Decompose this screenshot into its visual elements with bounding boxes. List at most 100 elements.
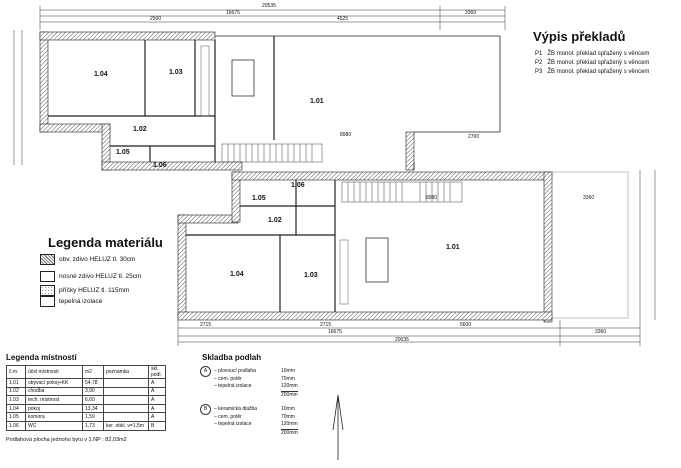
room-label: 1.02: [133, 126, 147, 133]
table-cell: 1.03: [6, 395, 26, 405]
table-cell: 1,73: [82, 420, 104, 431]
lower-unit-walls: [177, 171, 553, 323]
kitchen-island-lower: [365, 237, 389, 283]
room-label: 1.04: [230, 271, 244, 278]
room-label: 1.06: [291, 182, 305, 189]
lintel-code: P3: [535, 69, 543, 75]
table-cell: tech. místnost: [25, 395, 83, 405]
layer-name: cem. potěr: [218, 413, 242, 420]
layer-thickness: 120mm: [281, 421, 298, 427]
table-cell: [103, 378, 149, 388]
dim-text: 16675: [328, 329, 342, 335]
room-label: 1.01: [310, 98, 324, 105]
table-cell: A: [148, 378, 166, 388]
table-cell: WC: [25, 420, 83, 431]
table-cell: [103, 386, 149, 397]
column-header: skl. podl.: [148, 365, 166, 379]
dim-text: 4525: [337, 16, 349, 22]
upper-unit-walls: [39, 31, 501, 171]
dim-text: 3360: [583, 195, 595, 201]
rooms-legend-title: Legenda místností: [6, 353, 77, 362]
room-label: 1.04: [94, 71, 108, 78]
lintel-code: P2: [535, 60, 543, 66]
floor-thicknesses: 10mm 70mm 120mm 200mm: [281, 368, 298, 399]
table-cell: [103, 412, 149, 422]
table-cell: A: [148, 395, 166, 405]
floor-mark-badge: A: [200, 366, 211, 377]
table-row: 1.06 WC 1,73 ker. obkl. v=1,5m B: [6, 420, 166, 431]
floor-area-note: Podlahová plocha jednoho bytu v 1.NP : 8…: [6, 437, 127, 443]
table-cell: A: [148, 403, 166, 414]
table-cell: 3,90: [82, 386, 104, 397]
material-row: příčky HELUZ tl. 115mm: [40, 285, 129, 296]
lintel-text: ŽB monol. překlad spřažený s věncem: [547, 60, 650, 66]
table-row: 1.02 chodba 3,90 A: [6, 386, 166, 397]
table-cell: A: [148, 412, 166, 422]
dim-text: 2715: [200, 322, 212, 328]
materials-title: Legenda materiálu: [48, 235, 163, 250]
column-header: poznámka: [103, 365, 149, 379]
top-dimension-lines: [13, 6, 506, 165]
layer-name: plovoucí podlaha: [218, 368, 256, 374]
lower-stairs: [341, 181, 463, 203]
table-cell: 1.01: [6, 378, 26, 388]
material-row: tepelná izolace: [40, 296, 102, 307]
room-label: 1.05: [252, 195, 266, 202]
table-cell: obývací pokoj+KK: [25, 378, 83, 388]
lintel-text: ŽB monol. překlad spřažený s věncem: [547, 69, 650, 75]
table-cell: 1,59: [82, 412, 104, 422]
table-cell: B: [148, 420, 166, 431]
layer-name: cem. potěr: [218, 375, 242, 382]
material-label: nosné zdivo HELUZ tl. 25cm: [59, 273, 142, 280]
table-cell: 6,60: [82, 395, 104, 405]
layer-name: tepelná izolace: [218, 383, 252, 389]
column-header: č.m.: [6, 365, 26, 379]
table-cell: 1.04: [6, 403, 26, 414]
dim-text: 20035: [395, 337, 409, 343]
material-swatch: [40, 296, 55, 307]
room-label: 1.03: [304, 272, 318, 279]
table-cell: 54,78: [82, 378, 104, 388]
column-header: m2: [82, 365, 104, 379]
kitchen-counter-upper: [200, 45, 210, 117]
room-label: 1.01: [446, 244, 460, 251]
floors-title: Skladba podlah: [202, 353, 262, 362]
lintels-list: P1 ŽB monol. překlad spřažený s věncem P…: [535, 50, 649, 77]
upper-stairs: [221, 143, 323, 163]
rooms-table: č.m. účel místnosti m2 poznámka skl. pod…: [6, 365, 166, 431]
floor-mark-badge: B: [200, 404, 211, 415]
column-header: účel místnosti: [25, 365, 83, 379]
table-cell: komora: [25, 412, 83, 422]
layer-thickness: 10mm: [281, 368, 295, 374]
layer-thickness: 70mm: [281, 413, 295, 420]
material-swatch: [40, 271, 55, 282]
material-row: nosné zdivo HELUZ tl. 25cm: [40, 271, 141, 282]
room-label: 1.05: [116, 149, 130, 156]
material-swatch: [40, 254, 55, 265]
floor-total: 200mm: [281, 428, 298, 436]
table-cell: pokoj: [25, 403, 83, 414]
floor-layers: – plovoucí podlaha – cem. potěr – tepeln…: [214, 368, 256, 389]
table-row: 1.05 komora 1,59 A: [6, 412, 166, 422]
room-label: 1.03: [169, 69, 183, 76]
layer-name: tepelná izolace: [218, 421, 252, 427]
kitchen-island-upper: [231, 59, 255, 97]
lintel-code: P1: [535, 51, 543, 57]
dim-text: 2715: [320, 322, 332, 328]
room-label: 1.06: [153, 162, 167, 169]
dim-text: 8980: [340, 132, 352, 138]
kitchen-counter-lower: [339, 239, 349, 305]
material-label: tepelná izolace: [59, 298, 103, 305]
table-cell: chodba: [25, 386, 83, 397]
table-cell: 1.06: [6, 420, 26, 431]
table-cell: [103, 395, 149, 405]
dim-text: 5600: [460, 322, 472, 328]
dim-text: 20535: [262, 3, 276, 9]
material-swatch: [40, 285, 55, 296]
table-cell: A: [148, 386, 166, 397]
table-row: 1.04 pokoj 13,34 A: [6, 403, 166, 414]
table-cell: 1.02: [6, 386, 26, 397]
table-cell: 13,34: [82, 403, 104, 414]
table-cell: ker. obkl. v=1,5m: [103, 420, 149, 431]
